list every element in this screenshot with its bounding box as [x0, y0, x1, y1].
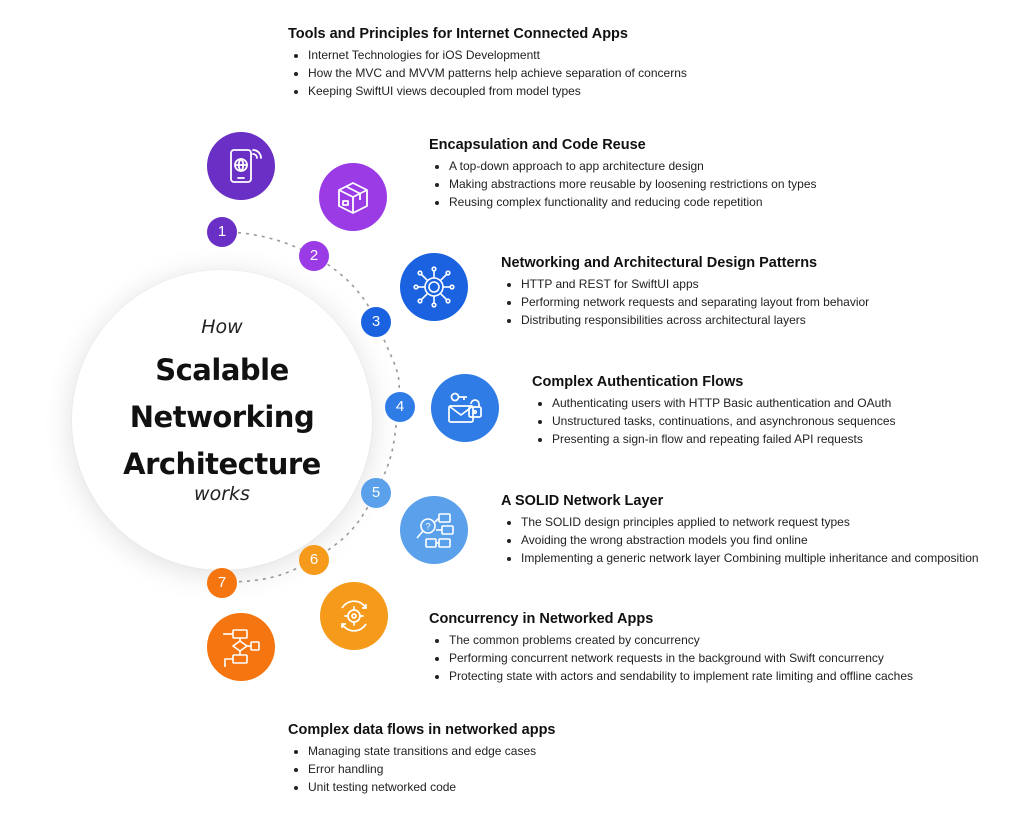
section-bullet: Internet Technologies for iOS Developmen… — [308, 46, 687, 64]
section-bullet: Authenticating users with HTTP Basic aut… — [552, 394, 896, 412]
section-bullet: HTTP and REST for SwiftUI apps — [521, 275, 869, 293]
step-badge-7: 7 — [207, 568, 237, 598]
hub-title-line: Networking — [129, 400, 315, 434]
section-title: Encapsulation and Code Reuse — [429, 137, 646, 153]
section-bullet: Performing network requests and separati… — [521, 293, 869, 311]
section-bullet: Implementing a generic network layer Com… — [521, 549, 979, 567]
section-bullet: Keeping SwiftUI views decoupled from mod… — [308, 82, 687, 100]
flowchart-icon — [207, 613, 275, 681]
section-3: Networking and Architectural Design Patt… — [501, 255, 869, 329]
section-bullet: Reusing complex functionality and reduci… — [449, 193, 817, 211]
document-search-flow-icon: ? — [400, 496, 468, 564]
section-bullet: Error handling — [308, 760, 556, 778]
step-badge-4: 4 — [385, 392, 415, 422]
section-bullet: Managing state transitions and edge case… — [308, 742, 556, 760]
step-badge-3: 3 — [361, 307, 391, 337]
hub-title-line: Scalable — [155, 353, 289, 387]
hub-title-line: Architecture — [123, 447, 321, 481]
section-bullet: Performing concurrent network requests i… — [449, 649, 913, 667]
section-bullet: A top-down approach to app architecture … — [449, 157, 817, 175]
hub-title: Scalable Networking Architecture — [72, 347, 372, 488]
section-bullet: Making abstractions more reusable by loo… — [449, 175, 817, 193]
center-hub: How Scalable Networking Architecture wor… — [72, 270, 372, 570]
mail-key-lock-icon — [431, 374, 499, 442]
step-badge-5: 5 — [361, 478, 391, 508]
section-title: Complex data flows in networked apps — [288, 722, 556, 738]
open-box-icon — [319, 163, 387, 231]
hub-post-text: works — [194, 483, 250, 505]
section-title: Tools and Principles for Internet Connec… — [288, 26, 628, 42]
section-bullet: How the MVC and MVVM patterns help achie… — [308, 64, 687, 82]
step-badge-6: 6 — [299, 545, 329, 575]
section-bullet: Presenting a sign-in flow and repeating … — [552, 430, 896, 448]
section-title: Concurrency in Networked Apps — [429, 611, 654, 627]
section-bullet: The common problems created by concurren… — [449, 631, 913, 649]
section-bullet: Unit testing networked code — [308, 778, 556, 796]
network-chip-icon — [400, 253, 468, 321]
section-6: Concurrency in Networked Apps The common… — [429, 611, 913, 685]
step-badge-2: 2 — [299, 241, 329, 271]
section-1: Tools and Principles for Internet Connec… — [288, 26, 687, 100]
section-title: Complex Authentication Flows — [532, 374, 744, 390]
section-5: A SOLID Network Layer The SOLID design p… — [501, 493, 979, 567]
svg-text:?: ? — [425, 522, 430, 532]
section-title: A SOLID Network Layer — [501, 493, 664, 509]
section-7: Complex data flows in networked apps Man… — [288, 722, 556, 796]
section-bullet: Unstructured tasks, continuations, and a… — [552, 412, 896, 430]
section-4: Complex Authentication Flows Authenticat… — [532, 374, 896, 448]
hub-pre-text: How — [201, 316, 243, 338]
section-bullet: Avoiding the wrong abstraction models yo… — [521, 531, 979, 549]
section-title: Networking and Architectural Design Patt… — [501, 255, 818, 271]
section-bullet: The SOLID design principles applied to n… — [521, 513, 979, 531]
section-bullet: Distributing responsibilities across arc… — [521, 311, 869, 329]
section-2: Encapsulation and Code Reuse A top-down … — [429, 137, 817, 211]
section-bullet: Protecting state with actors and sendabi… — [449, 667, 913, 685]
step-badge-1: 1 — [207, 217, 237, 247]
mobile-globe-icon — [207, 132, 275, 200]
gear-cycle-icon — [320, 582, 388, 650]
